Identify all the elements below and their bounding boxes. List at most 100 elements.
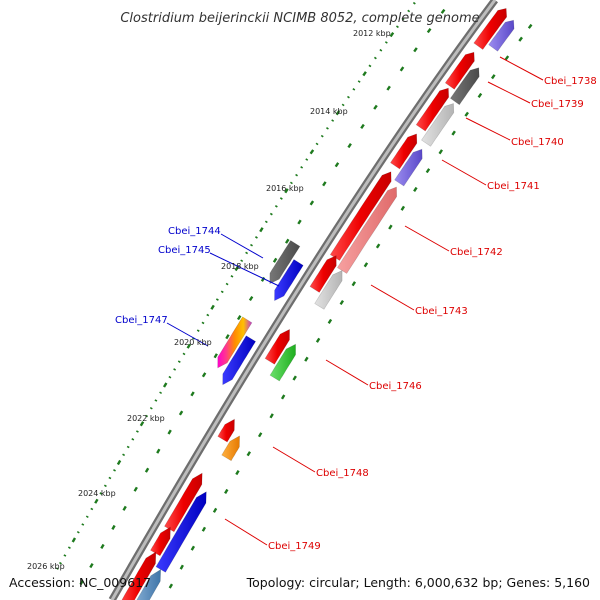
tick-mark: [182, 352, 186, 356]
gene-cbei-1741[interactable]: [394, 148, 423, 187]
tick-mark: [131, 438, 135, 441]
gene-cbei-1738-red[interactable]: [444, 51, 475, 90]
tick-mark: [412, 1, 416, 5]
tick-mark: [386, 85, 391, 91]
tick-mark: [347, 143, 352, 149]
gene-steel-bottom[interactable]: [131, 568, 162, 600]
gene-cbei-1739-red[interactable]: [415, 87, 450, 132]
tick-mark: [159, 391, 163, 395]
topology-text: Topology: circular; Length: 6,000,632 bp…: [246, 575, 590, 590]
tick-mark: [235, 469, 240, 476]
tick-mark: [210, 304, 215, 310]
tick-mark: [379, 48, 383, 52]
gene-cbei-1745[interactable]: [274, 259, 304, 302]
tick-mark: [384, 41, 388, 44]
leader-cbei-1739: [487, 81, 531, 104]
tick-mark: [111, 524, 116, 530]
tick-mark: [315, 337, 321, 343]
gene-label-cbei-1738[interactable]: Cbei_1738: [544, 76, 597, 87]
gene-cbei-1738[interactable]: [449, 67, 480, 106]
gene-label-cbei-1747[interactable]: Cbei_1747: [115, 315, 168, 326]
leader-cbei-1745: [209, 252, 280, 287]
gene-label-cbei-1740[interactable]: Cbei_1740: [511, 137, 564, 148]
tick-mark: [89, 562, 94, 569]
gene-cbei-1746-red[interactable]: [264, 328, 290, 365]
tick-mark: [297, 219, 302, 225]
tick-mark: [413, 186, 418, 192]
scale-label-2012: 2012 kbp: [353, 29, 391, 38]
gene-cbei-1739[interactable]: [421, 103, 455, 147]
tick-mark: [440, 8, 446, 14]
tick-mark: [122, 453, 126, 457]
scale-label-2014: 2014 kbp: [310, 107, 348, 116]
gene-label-cbei-1749[interactable]: Cbei_1749: [268, 541, 321, 552]
gene-red-top[interactable]: [473, 8, 508, 50]
tick-mark: [196, 329, 200, 332]
tick-mark: [201, 526, 207, 532]
gene-label-cbei-1742[interactable]: Cbei_1742: [450, 247, 503, 258]
gene-label-cbei-1744[interactable]: Cbei_1744: [168, 226, 221, 237]
tick-mark: [309, 200, 315, 206]
label-leader-lines: [166, 56, 544, 546]
gene-cbei-1744[interactable]: [269, 240, 301, 285]
tick-mark: [190, 391, 195, 397]
tick-mark: [368, 64, 372, 68]
leader-cbei-1740: [465, 117, 511, 141]
scale-tick-ring: [55, 1, 416, 570]
tick-mark: [236, 315, 242, 321]
gene-label-cbei-1746[interactable]: Cbei_1746: [369, 381, 422, 392]
tick-mark: [363, 262, 369, 268]
tick-mark: [375, 243, 381, 249]
gene-label-cbei-1741[interactable]: Cbei_1741: [487, 181, 540, 192]
tick-mark: [389, 32, 395, 38]
tick-mark: [201, 372, 207, 378]
tick-mark: [179, 564, 184, 570]
tick-mark: [99, 492, 103, 495]
tick-mark: [284, 238, 290, 244]
gene-label-cbei-1748[interactable]: Cbei_1748: [316, 468, 369, 479]
tick-mark: [234, 265, 240, 272]
tick-mark: [168, 375, 172, 379]
tick-mark: [85, 515, 89, 519]
gene-cbei-1749-red-c[interactable]: [119, 551, 157, 600]
tick-mark: [464, 111, 469, 117]
tick-mark: [292, 375, 297, 381]
scale-label-2026: 2026 kbp: [27, 562, 65, 571]
tick-mark: [186, 343, 192, 349]
gene-cbei-1747[interactable]: [217, 316, 253, 369]
gene-cbei-1743-red[interactable]: [309, 255, 337, 293]
tick-mark: [339, 299, 345, 306]
gene-cbei-1746[interactable]: [269, 343, 296, 382]
tick-mark: [116, 459, 122, 466]
leader-cbei-1738: [499, 56, 544, 81]
tick-mark: [168, 583, 174, 589]
tick-mark: [269, 413, 274, 419]
leader-cbei-1743: [370, 284, 415, 311]
tick-mark: [63, 554, 67, 557]
gene-cbei-1740[interactable]: [390, 133, 418, 170]
tick-mark: [407, 9, 411, 13]
tick-mark: [504, 55, 510, 61]
gene-label-cbei-1739[interactable]: Cbei_1739: [531, 99, 584, 110]
tick-mark: [320, 134, 324, 138]
gene-label-cbei-1743[interactable]: Cbei_1743: [415, 306, 468, 317]
gene-cbei-1743[interactable]: [314, 270, 343, 310]
tick-mark: [259, 227, 264, 233]
tick-mark: [154, 399, 158, 402]
tick-mark: [225, 282, 229, 286]
gene-cbei-1747-blue[interactable]: [222, 335, 257, 386]
tick-mark: [399, 66, 405, 72]
tick-mark: [103, 484, 107, 488]
gene-cbei-1748[interactable]: [221, 435, 240, 462]
tick-mark: [215, 298, 219, 301]
gene-purple-top[interactable]: [488, 19, 515, 52]
tick-mark: [126, 445, 130, 449]
gene-label-cbei-1745[interactable]: Cbei_1745: [158, 245, 211, 256]
tick-mark: [331, 119, 335, 122]
tick-mark: [59, 561, 62, 565]
scale-labels: 2012 kbp 2014 kbp 2016 kbp 2018 kbp 2020…: [27, 29, 391, 571]
tick-mark: [327, 318, 333, 324]
gene-cbei-1749[interactable]: [155, 491, 207, 573]
tick-mark: [76, 530, 80, 534]
gene-cbei-1748-red[interactable]: [217, 418, 235, 443]
